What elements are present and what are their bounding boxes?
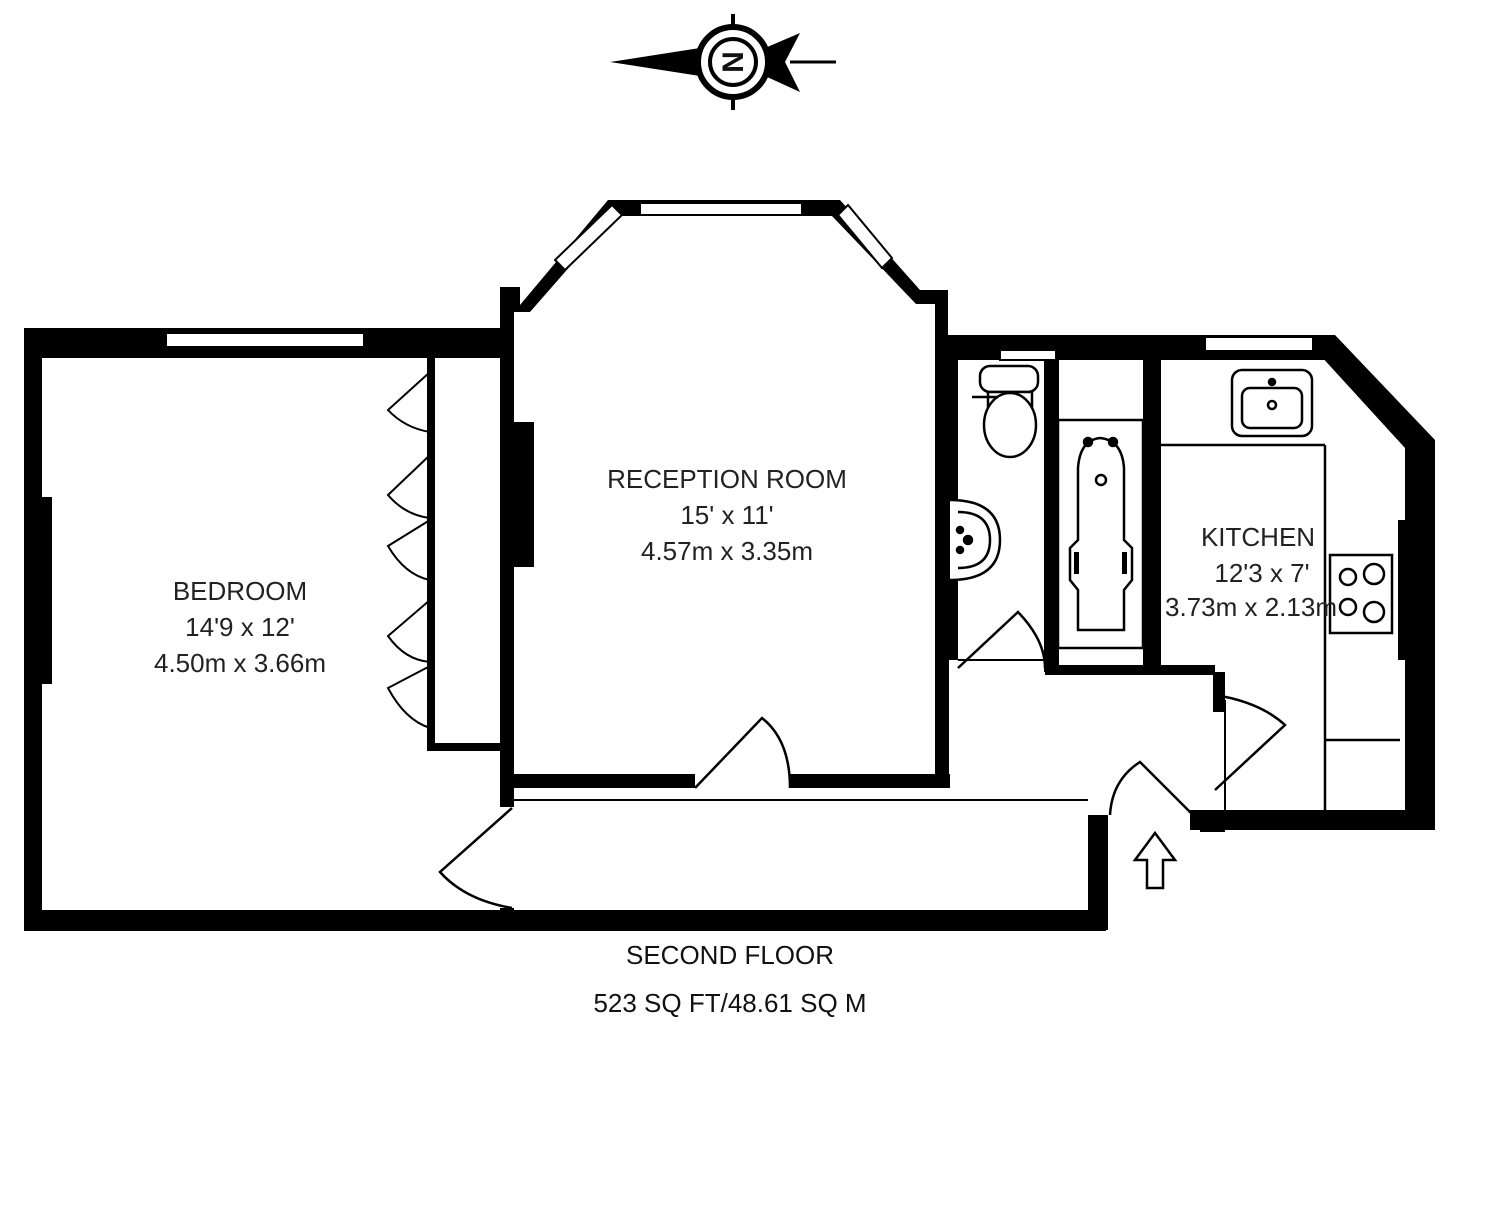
entrance-door: [1108, 760, 1201, 823]
reception-door: [694, 716, 792, 789]
reception-room-label: RECEPTION ROOM 15' x 11' 4.57m x 3.35m: [607, 464, 847, 566]
hallway: [514, 659, 1226, 810]
kitchen-metric: 3.73m x 2.13m: [1165, 592, 1337, 622]
bedroom-imperial: 14'9 x 12': [185, 612, 295, 642]
kitchen-sink-icon: [1230, 368, 1314, 438]
bath-icon: [1056, 418, 1145, 650]
compass-rose: N: [610, 14, 836, 110]
reception-room-imperial: 15' x 11': [680, 500, 773, 530]
entrance-arrow-icon: [1132, 830, 1178, 890]
kitchen-name: KITCHEN: [1201, 522, 1315, 552]
kitchen-fixtures: [1153, 368, 1400, 810]
windows: [165, 202, 1314, 361]
kitchen-imperial: 12'3 x 7': [1214, 558, 1309, 588]
compass-needle-east-icon: [765, 33, 800, 92]
bedroom-name: BEDROOM: [173, 576, 307, 606]
floor-area: 523 SQ FT/48.61 SQ M: [593, 988, 866, 1018]
floor-name: SECOND FLOOR: [626, 940, 834, 970]
bedroom-door: [438, 807, 513, 910]
reception-room-name: RECEPTION ROOM: [607, 464, 847, 494]
toilet-icon: [972, 364, 1040, 459]
hob-icon: [1328, 553, 1394, 635]
doors: [438, 610, 1287, 910]
bathroom-fixtures: [949, 364, 1145, 650]
bedroom-label: BEDROOM 14'9 x 12' 4.50m x 3.66m: [154, 576, 326, 678]
compass-north-letter: N: [717, 51, 750, 73]
compass-needle-west-icon: [610, 48, 700, 76]
kitchen-label: KITCHEN 12'3 x 7' 3.73m x 2.13m: [1165, 522, 1337, 622]
bathroom-door: [957, 610, 1047, 669]
washbasin-icon: [949, 498, 1002, 582]
bedroom-metric: 4.50m x 3.66m: [154, 648, 326, 678]
reception-room-metric: 4.57m x 3.35m: [641, 536, 813, 566]
wardrobe: [386, 365, 434, 740]
kitchen-door: [1214, 693, 1287, 791]
